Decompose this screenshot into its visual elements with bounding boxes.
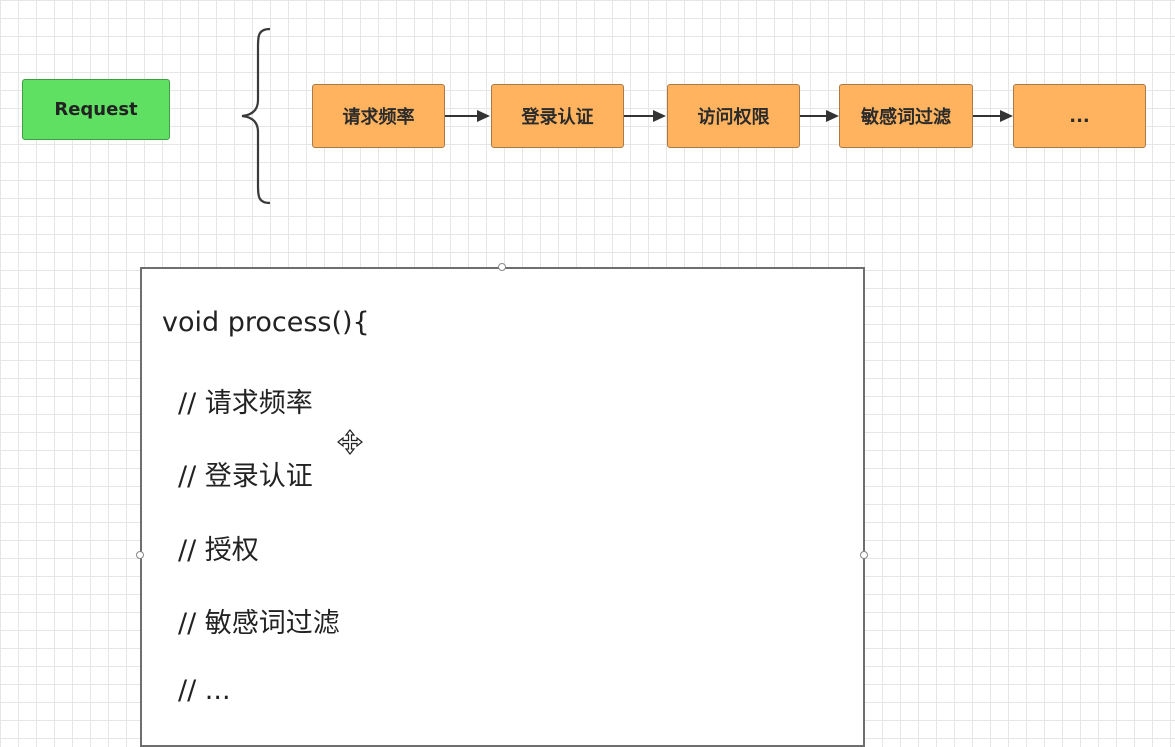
step-sensitive-word-filter[interactable]: 敏感词过滤 bbox=[839, 84, 973, 148]
step-more[interactable]: ... bbox=[1013, 84, 1146, 148]
resize-handle-top[interactable] bbox=[498, 263, 506, 271]
code-comment-login-auth: // 登录认证 bbox=[178, 461, 313, 492]
step-request-frequency[interactable]: 请求频率 bbox=[312, 84, 445, 148]
step-label: ... bbox=[1069, 105, 1090, 127]
step-label: 请求频率 bbox=[342, 107, 415, 128]
arrow-right-icon bbox=[624, 110, 666, 122]
step-label: 登录认证 bbox=[521, 107, 594, 128]
code-comment-more: // ... bbox=[178, 675, 231, 706]
step-login-auth[interactable]: 登录认证 bbox=[491, 84, 624, 148]
curly-brace-icon bbox=[241, 27, 271, 205]
request-label: Request bbox=[54, 99, 138, 120]
resize-handle-left[interactable] bbox=[136, 551, 144, 559]
code-line-signature: void process(){ bbox=[162, 307, 370, 338]
code-textbox[interactable] bbox=[140, 267, 865, 747]
arrow-right-icon bbox=[973, 110, 1013, 122]
move-cursor-icon bbox=[337, 429, 363, 455]
step-label: 敏感词过滤 bbox=[861, 107, 951, 128]
request-node[interactable]: Request bbox=[22, 79, 170, 140]
step-access-permission[interactable]: 访问权限 bbox=[667, 84, 800, 148]
step-label: 访问权限 bbox=[697, 107, 770, 128]
arrow-right-icon bbox=[445, 110, 490, 122]
code-comment-request-frequency: // 请求频率 bbox=[178, 388, 313, 419]
code-comment-sensitive-filter: // 敏感词过滤 bbox=[178, 608, 340, 639]
arrow-right-icon bbox=[800, 110, 839, 122]
resize-handle-right[interactable] bbox=[860, 551, 868, 559]
code-comment-authorization: // 授权 bbox=[178, 535, 259, 566]
